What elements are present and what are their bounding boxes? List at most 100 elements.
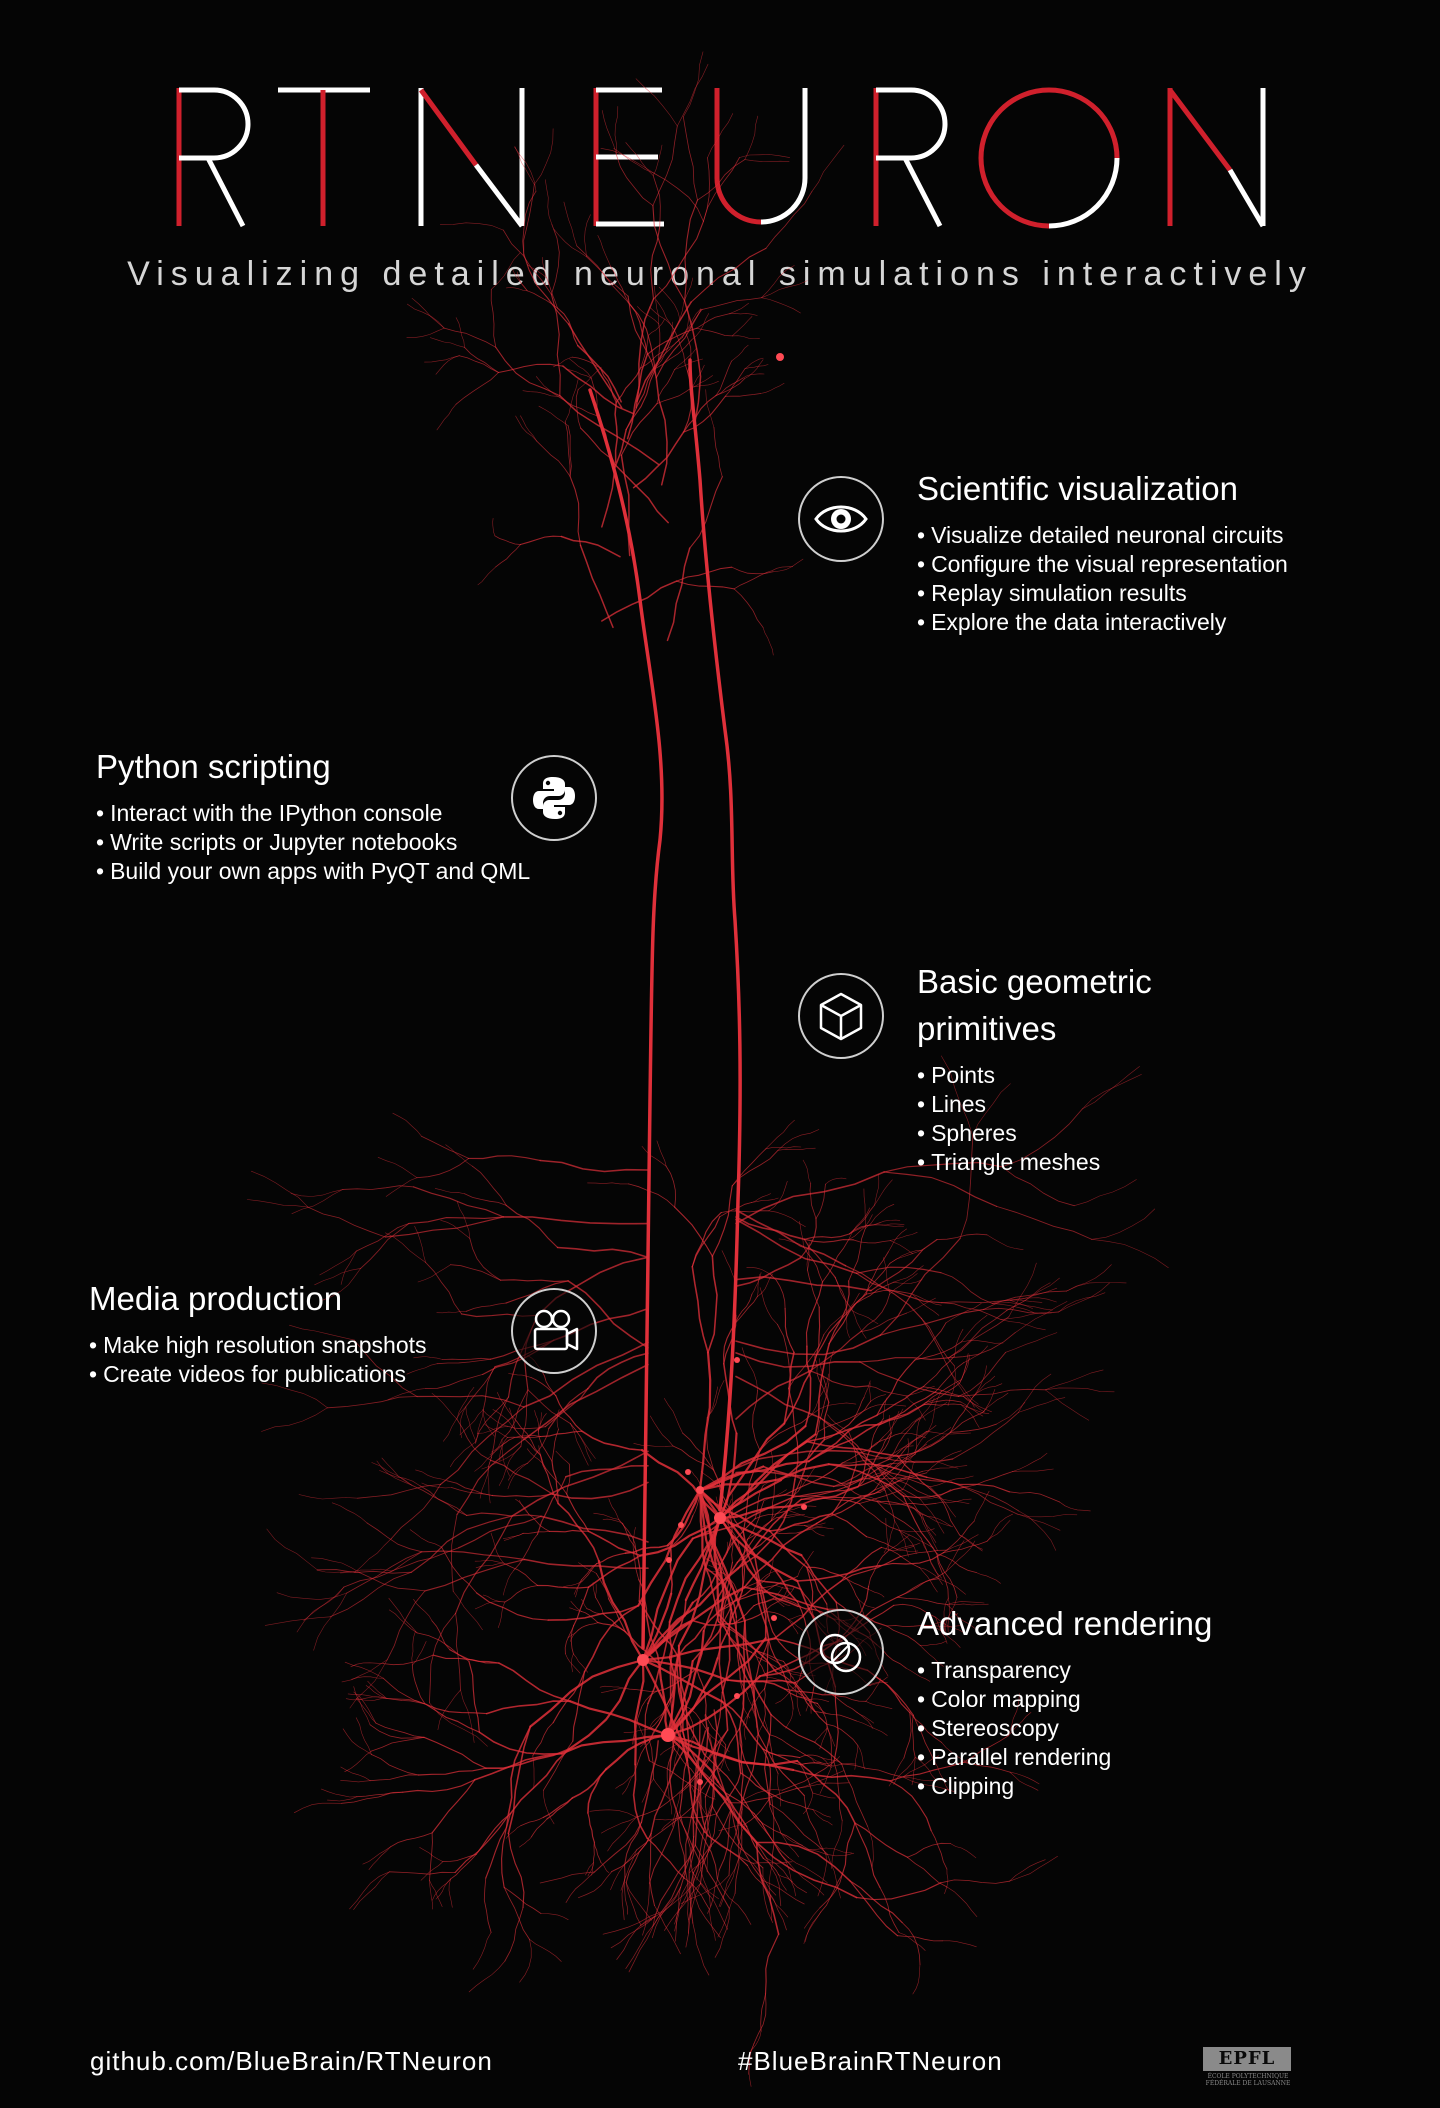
- dendrite-branch: [700, 297, 762, 311]
- dendrite-branch: [632, 1548, 640, 1581]
- dendrite-branch: [691, 1211, 722, 1268]
- dendrite-branch: [581, 1599, 588, 1609]
- dendrite-branch: [683, 51, 704, 118]
- dendrite-branch: [763, 1489, 787, 1502]
- dendrite-branch: [475, 1813, 511, 1855]
- neuron-soma: [734, 1693, 740, 1699]
- dendrite-branch: [879, 1308, 985, 1336]
- dendrite-branch: [921, 1318, 952, 1374]
- dendrite-branch: [925, 1382, 961, 1403]
- dendrite-branch: [522, 1530, 550, 1534]
- dendrite-branch: [649, 1741, 655, 1780]
- dendrite-branch: [468, 1960, 506, 1993]
- dendrite-branch: [819, 1417, 876, 1472]
- dendrite-branch: [960, 1404, 980, 1428]
- dendrite-branch: [520, 1389, 529, 1447]
- dendrite-branch: [678, 1645, 690, 1743]
- dendrite-branch: [735, 1216, 806, 1241]
- dendrite-branch: [952, 1411, 1019, 1460]
- dendrite-branch: [652, 175, 661, 228]
- dendrite-branch: [575, 1579, 582, 1598]
- dendrite-branch: [291, 1189, 344, 1214]
- dendrite-branch: [641, 1637, 776, 1662]
- dendrite-branch: [367, 1680, 387, 1699]
- dendrite-branch: [949, 1423, 997, 1433]
- dendrite-branch: [713, 1516, 722, 1616]
- dendrite-branch: [507, 1725, 532, 1817]
- feature-title: Python scripting: [96, 748, 331, 785]
- dendrite-branch: [781, 1761, 835, 1791]
- dendrite-branch: [692, 364, 705, 388]
- dendrite-branch: [436, 1311, 467, 1314]
- dendrite-branch: [819, 1358, 823, 1376]
- dendrite-branch: [735, 1209, 847, 1267]
- dendrite-branch: [595, 1583, 597, 1598]
- dendrite-branch: [570, 1423, 592, 1462]
- dendrite-branch: [854, 1822, 909, 1858]
- dendrite-branch: [833, 1463, 892, 1487]
- dendrite-branch: [716, 1772, 742, 1815]
- dendrite-branch: [599, 367, 617, 403]
- dendrite-branch: [505, 1825, 522, 1839]
- dendrite-branch: [586, 1608, 604, 1615]
- dendrite-branch: [344, 1661, 384, 1679]
- dendrite-branch: [362, 1846, 391, 1865]
- dendrite-branch: [707, 1869, 720, 1914]
- dendrite-branch: [744, 364, 769, 370]
- dendrite-branch: [537, 1413, 547, 1433]
- dendrite-branch: [551, 224, 560, 295]
- dendrite-branch: [865, 1251, 889, 1295]
- dendrite-branch: [946, 1603, 989, 1606]
- dendrite-branch: [424, 1703, 488, 1715]
- dendrite-branch: [355, 1223, 410, 1252]
- dendrite-branch: [775, 1686, 796, 1704]
- dendrite-branch: [622, 1522, 637, 1552]
- dendrite-branch: [685, 1883, 701, 1948]
- dendrite-branch: [599, 1685, 624, 1689]
- dendrite-branch: [764, 1933, 780, 1995]
- dendrite-branch: [881, 1224, 904, 1227]
- dendrite-branch: [368, 1846, 391, 1870]
- dendrite-branch: [656, 369, 675, 404]
- dendrite-branch: [610, 1849, 637, 1891]
- dendrite-branch: [749, 2030, 762, 2053]
- dendrite-branch: [860, 1293, 891, 1333]
- dendrite-branch: [768, 1620, 806, 1664]
- list-item: Color mapping: [917, 1685, 1212, 1714]
- dendrite-branch: [581, 1430, 643, 1451]
- dendrite-branch: [833, 1686, 839, 1763]
- dendrite-branch: [353, 1871, 390, 1910]
- dendrite-branch: [841, 1457, 889, 1464]
- dendrite-branch: [602, 1518, 623, 1524]
- dendrite-branch: [947, 1597, 951, 1633]
- dendrite-branch: [1018, 1373, 1052, 1413]
- dendrite-branch: [389, 1609, 418, 1634]
- dendrite-branch: [369, 1774, 419, 1782]
- dendrite-branch: [868, 1549, 890, 1587]
- dendrite-branch: [456, 1387, 475, 1420]
- dendrite-branch: [641, 1592, 673, 1662]
- dendrite-branch: [476, 1592, 549, 1621]
- dendrite-branch: [746, 1267, 771, 1275]
- dendrite-branch: [817, 1854, 827, 1897]
- dendrite-branch: [799, 1764, 814, 1794]
- dendrite-branch: [691, 1805, 713, 1886]
- dendrite-branch: [698, 1351, 712, 1492]
- dendrite-branch: [810, 1683, 815, 1714]
- github-link[interactable]: github.com/BlueBrain/RTNeuron: [90, 2046, 493, 2076]
- dendrite-branch: [445, 1144, 473, 1167]
- dendrite-branch: [640, 348, 668, 369]
- dendrite-branch: [551, 1460, 559, 1505]
- dendrite-branch: [707, 113, 734, 159]
- dendrite-branch: [746, 1825, 764, 1859]
- dendrite-branch: [697, 159, 746, 201]
- dendrite-branch: [686, 1759, 706, 1833]
- dendrite-branch: [877, 1467, 928, 1496]
- dendrite-branch: [753, 1553, 770, 1622]
- dendrite-branch: [719, 1589, 752, 1612]
- dendrite-branch: [945, 1540, 976, 1572]
- dendrite-branch: [860, 1312, 907, 1333]
- dendrite-branch: [1009, 1859, 1046, 1882]
- dendrite-branch: [848, 1207, 870, 1240]
- dendrite-branch: [948, 1310, 1008, 1359]
